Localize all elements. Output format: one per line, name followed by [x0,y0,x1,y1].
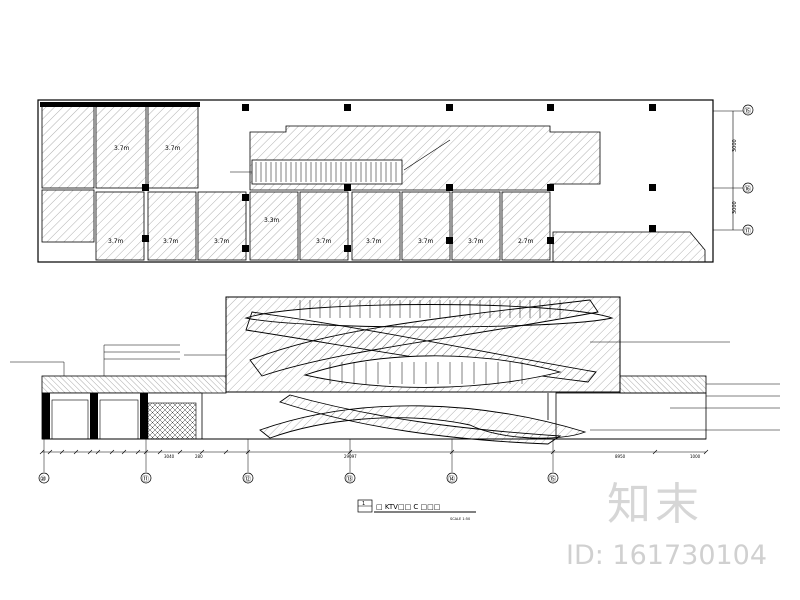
drawing-title: □ KTV□□ C □□□ [376,503,440,511]
dim-tick [109,449,115,455]
left-fixture [40,102,200,107]
column-square [142,235,149,242]
axis-bubble-bottom: ⑭ [448,475,455,483]
axis-bubble-bottom: ⑫ [244,475,251,483]
room-lower [299,191,349,261]
scale-note: SCALE 1:50 [450,517,470,521]
axis-bubbles-bottom: ⑩ ⑪ ⑫ ⑬ ⑭ ⑮ [38,439,559,484]
dim-bottom: 8950 [615,454,626,459]
ribbon-lower-2 [279,394,562,445]
watermark-logo: 知末 [607,479,703,530]
room-label: 3.7m [418,238,434,245]
column-square [344,245,351,252]
storefront-pier-2 [90,393,98,439]
dim-tick [652,449,658,455]
dim-bottom: 1000 [690,454,701,459]
column-square [649,104,656,111]
stair-grille-lines [255,162,397,182]
column-square [142,184,149,191]
room-label: 3.7m [366,238,382,245]
column-square [242,245,249,252]
dim-tick [47,449,53,455]
center-room-label: 3.3m [264,217,280,224]
room-label: 3.7m [165,145,181,152]
watermark-id: ID: 161730104 [566,540,768,571]
room-right [552,231,706,263]
room-upper-2 [95,105,147,189]
axis-bubble-bottom: ⑮ [549,475,556,483]
dim-tick [199,449,205,455]
dim-tick [73,449,79,455]
room-lower [249,191,299,261]
room-lower [147,191,197,261]
column-square [242,104,249,111]
axis-bubble-right: ⑰ [744,227,751,235]
slab-left [41,375,227,394]
dim-tick [703,449,709,455]
room-lower [197,191,247,261]
column-square [344,184,351,191]
plan-outline [37,99,714,263]
column-square [446,237,453,244]
dim-tick [121,449,127,455]
stair-grille [251,159,403,185]
room-lower [401,191,451,261]
dim-tick [223,449,229,455]
dim-tick [157,449,163,455]
left-door-panel [41,189,95,243]
room-lower [95,191,145,261]
column-square [649,225,656,232]
column-markers [142,104,656,252]
storefront-panel [147,402,197,440]
axis-bubble-right: ⑮ [744,107,751,115]
axis-bubble-bottom: ⑪ [142,475,149,483]
room-label: 3.7m [316,238,332,245]
section-elevation: 29097 8950 1000 280 3040 ⑩ ⑪ ⑫ ⑬ ⑭ ⑮ [10,296,780,521]
dim-right: 3000 [732,139,738,152]
dim-bottom: 29097 [344,454,357,459]
dim-tick [59,449,65,455]
storefront-pier-3 [140,393,148,439]
column-square [446,104,453,111]
room-label: 3.7m [468,238,484,245]
dim-tick [177,449,183,455]
column-square [446,184,453,191]
title-number: 1 [362,501,365,507]
dim-bottom: 280 [195,454,203,459]
dim-right: 3000 [732,201,738,214]
column-square [344,104,351,111]
lower-room-row [95,191,551,261]
room-upper-1 [41,105,95,189]
dim-tick [135,449,141,455]
dim-bottom: 3040 [164,454,175,459]
axis-bubble-bottom: ⑩ [40,475,46,483]
column-square [242,194,249,201]
column-square [547,237,554,244]
ribbon-lens [303,355,562,388]
dim-tick [39,449,45,455]
room-lower [451,191,501,261]
slab-right [619,375,707,394]
column-square [649,184,656,191]
ceiling-plan: 3.7m 3.7m 3.7m 3.7m 3.7m 3.7m 3.7m 3.7m … [37,99,754,263]
room-lower [351,191,401,261]
glazing-mullions [299,300,561,384]
column-square [547,104,554,111]
dim-tick [87,449,93,455]
dim-tick [95,449,101,455]
room-lower [501,191,551,261]
axis-bubble-right: ⑯ [744,185,751,193]
room-label: 3.7m [214,238,230,245]
room-label: 3.7m [114,145,130,152]
room-label: 2.7m [518,238,534,245]
column-square [547,184,554,191]
room-label: 3.7m [163,238,179,245]
storefront-pier-1 [42,393,50,439]
axis-bubble-bottom: ⑬ [346,475,353,483]
room-label: 3.7m [108,238,124,245]
